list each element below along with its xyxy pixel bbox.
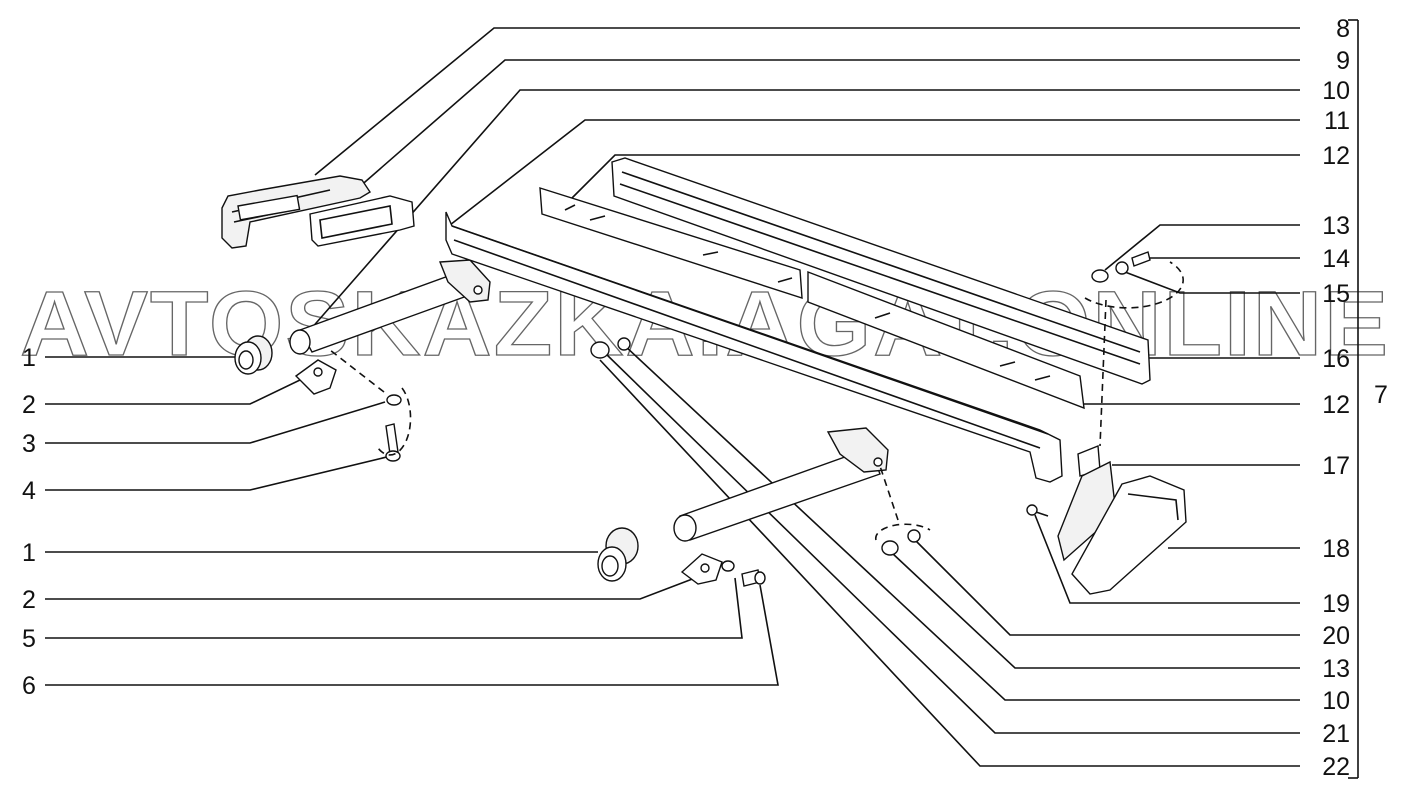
callout-8: 8: [1336, 15, 1350, 43]
callout-22: 22: [1322, 753, 1350, 781]
callout-10-lower: 10: [1322, 687, 1350, 715]
part-10-bracket-tube-lower: [673, 427, 889, 542]
part-1-grommet-lower: [597, 527, 639, 582]
callout-21: 21: [1322, 720, 1350, 748]
callout-13-lower: 13: [1322, 655, 1350, 683]
callout-13-upper: 13: [1322, 212, 1350, 240]
right-callout-labels: 8 9 10 11 12 13 14 15 16 12 17 18 19 20 …: [1322, 15, 1350, 781]
callout-15: 15: [1322, 280, 1350, 308]
part-12-strip: [539, 187, 1085, 410]
part-11-bumper-bar: [445, 211, 1063, 483]
part-16-rubber-strip: [611, 157, 1151, 385]
part-15-washer: [1115, 261, 1129, 275]
part-2-plate-upper: [294, 359, 337, 395]
part-2-plate-lower: [680, 553, 723, 585]
part-13-nut-upper: [1091, 269, 1109, 283]
leader-lines-right: [309, 19, 1359, 779]
callout-2-lower: 2: [22, 586, 36, 614]
callout-19: 19: [1322, 590, 1350, 618]
part-18-end-cap: [1071, 475, 1187, 595]
callout-5: 5: [22, 625, 36, 653]
part-21-washer: [617, 337, 631, 351]
callout-20: 20: [1322, 622, 1350, 650]
callout-14: 14: [1322, 245, 1350, 273]
part-6-bolt: [741, 569, 766, 587]
part-8-end-cap-trim: [221, 175, 371, 249]
callout-9: 9: [1336, 47, 1350, 75]
part-22-nut: [590, 341, 610, 359]
callout-1-upper: 1: [22, 344, 36, 372]
part-1-grommet-upper: [234, 335, 273, 375]
part-17-bracket: [1057, 444, 1117, 562]
dash-arc-upper: [377, 387, 412, 456]
part-5-nut: [721, 560, 735, 572]
callout-11: 11: [1324, 107, 1350, 135]
callout-4: 4: [22, 477, 36, 505]
part-4-bolt: [385, 423, 401, 462]
part-14-screw: [1131, 251, 1151, 267]
callout-16: 16: [1322, 345, 1350, 373]
callout-2-upper: 2: [22, 391, 36, 419]
dash-arc-lower: [874, 523, 931, 541]
callout-6: 6: [22, 672, 36, 700]
part-19-screw: [1026, 504, 1049, 517]
callout-10-upper: 10: [1322, 77, 1350, 105]
callout-1-lower: 1: [22, 539, 36, 567]
callout-12-lower: 12: [1322, 391, 1350, 419]
callout-12-upper: 12: [1322, 142, 1350, 170]
callout-18: 18: [1322, 535, 1350, 563]
left-callout-labels: 1 2 3 4 1 2 5 6: [22, 344, 36, 700]
callout-17: 17: [1322, 452, 1350, 480]
callout-7-group: 7: [1374, 381, 1388, 409]
leader-lines-left: [45, 356, 779, 686]
part-20-washer: [907, 529, 921, 543]
callout-3: 3: [22, 430, 36, 458]
dash-line-right: [1099, 299, 1107, 447]
part-9-trim-bracket: [309, 195, 415, 247]
dash-line-lower: [879, 465, 899, 521]
part-10-bracket-tube-upper: [289, 259, 491, 355]
part-3-nut: [386, 394, 402, 406]
part-13-nut-lower: [881, 540, 899, 556]
